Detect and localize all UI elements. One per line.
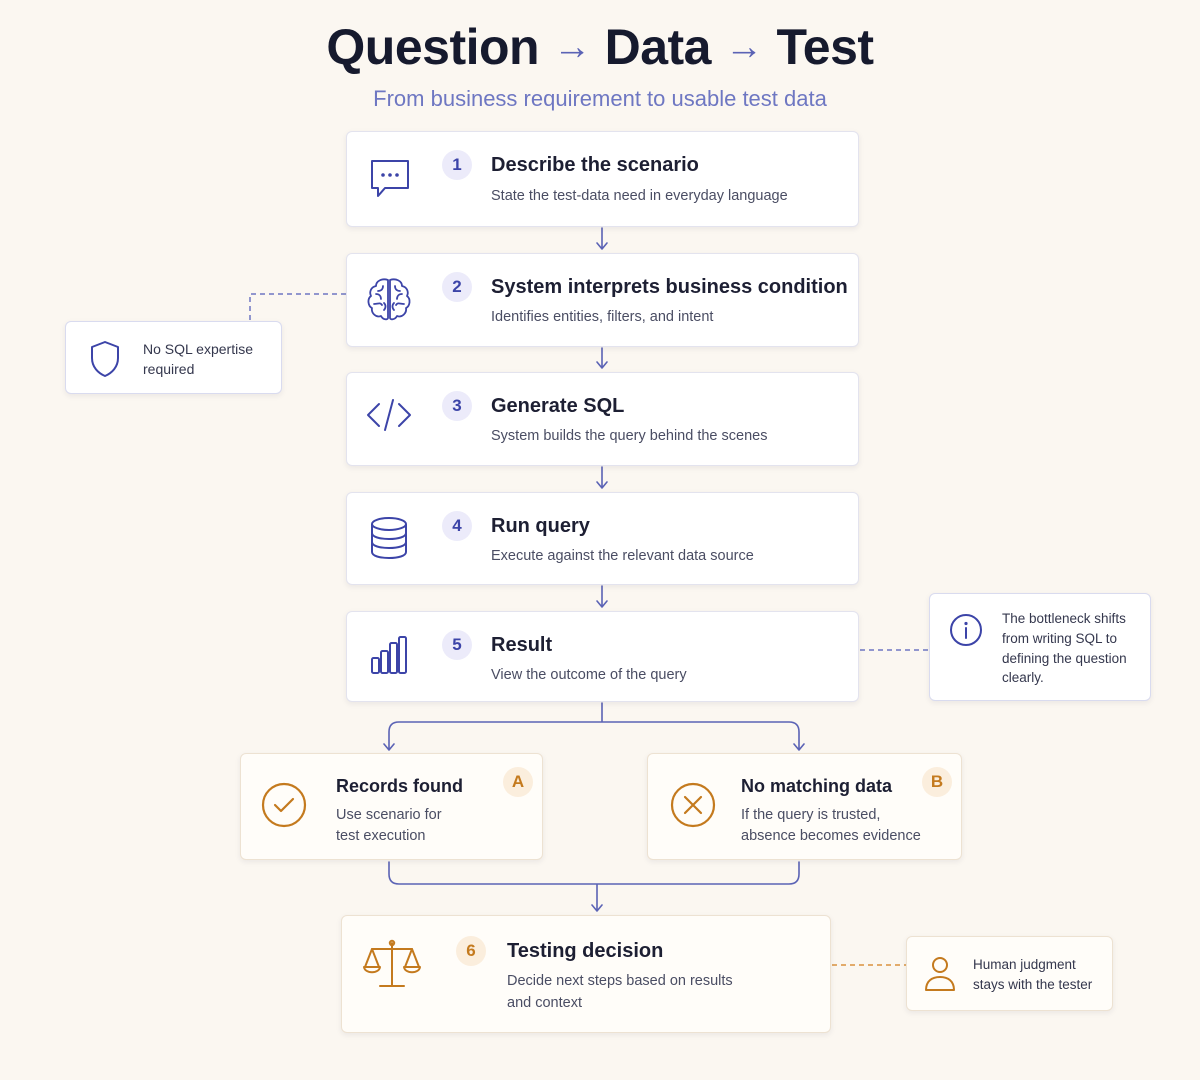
- scales-icon: [363, 939, 421, 987]
- diagram-subtitle: From business requirement to usable test…: [373, 86, 827, 111]
- note-no-sql-expertise: No SQL expertise required: [65, 321, 282, 394]
- chat-bubble-icon: [371, 160, 409, 197]
- outcome-letter-badge: A: [503, 767, 533, 797]
- diagram-title: Question → Data → Test: [0, 18, 1200, 76]
- outcome-card-records-found: A Records found Use scenario for test ex…: [240, 753, 543, 860]
- note-bottleneck-shift: The bottleneck shifts from writing SQL t…: [929, 593, 1151, 701]
- step-card-run-query: 4 Run query Execute against the relevant…: [346, 492, 859, 585]
- title-data: Data: [604, 19, 712, 75]
- branch-from-result: [383, 702, 805, 751]
- step-card-generate-sql: 3 Generate SQL System builds the query b…: [346, 372, 859, 466]
- person-icon: [925, 957, 955, 991]
- step-number-badge: 6: [456, 936, 486, 966]
- shield-icon: [91, 341, 119, 377]
- arrow-step1-to-step2: [596, 227, 608, 250]
- title-question: Question: [326, 19, 540, 75]
- step-title: Run query: [491, 515, 590, 537]
- title-arrow-2: →: [724, 26, 763, 68]
- info-icon: [950, 614, 982, 646]
- step-description: State the test-data need in everyday lan…: [491, 188, 788, 204]
- note-line-2: stays with the tester: [973, 977, 1093, 992]
- decision-description-line-1: Decide next steps based on results: [507, 973, 733, 989]
- decision-description-line-2: and context: [507, 995, 582, 1011]
- step-description: View the outcome of the query: [491, 667, 687, 683]
- step-description: System builds the query behind the scene…: [491, 428, 768, 444]
- outcome-letter-badge: B: [922, 767, 952, 797]
- step-card-describe: 1 Describe the scenario State the test-d…: [346, 131, 859, 227]
- note-line-2: required: [143, 361, 195, 377]
- step-number-badge: 3: [442, 391, 472, 421]
- step-title: Generate SQL: [491, 395, 625, 417]
- decision-card-testing-decision: 6 Testing decision Decide next steps bas…: [341, 915, 831, 1033]
- note-line-1: The bottleneck shifts: [1002, 611, 1126, 626]
- step-title: Describe the scenario: [491, 154, 699, 176]
- decision-title: Testing decision: [507, 940, 664, 962]
- arrow-step4-to-step5: [596, 585, 608, 608]
- step-number-badge: 5: [442, 630, 472, 660]
- note-line-4: clearly.: [1002, 670, 1044, 685]
- dashed-link-no-sql: [249, 293, 346, 321]
- outcome-title: Records found: [336, 776, 464, 796]
- outcome-description-line-2: absence becomes evidence: [741, 828, 921, 844]
- note-line-3: defining the question: [1002, 651, 1127, 666]
- title-arrow-1: →: [553, 26, 591, 68]
- step-title: System interprets business condition: [491, 276, 848, 298]
- arrow-step3-to-step4: [596, 466, 608, 489]
- arrow-step2-to-step3: [596, 347, 608, 369]
- outcome-description-line-1: Use scenario for: [336, 807, 442, 823]
- outcome-card-no-matching-data: B No matching data If the query is trust…: [647, 753, 962, 860]
- check-circle-icon: [261, 782, 307, 828]
- title-test: Test: [776, 19, 874, 75]
- outcome-title: No matching data: [741, 776, 893, 796]
- note-line-1: Human judgment: [973, 957, 1076, 972]
- bar-chart-icon: [371, 636, 407, 674]
- note-line-1: No SQL expertise: [143, 341, 253, 357]
- step-number-badge: 1: [442, 150, 472, 180]
- code-icon: [367, 399, 411, 431]
- note-line-2: from writing SQL to: [1002, 631, 1118, 646]
- step-number-badge: 4: [442, 511, 472, 541]
- step-title: Result: [491, 634, 553, 656]
- step-description: Execute against the relevant data source: [491, 548, 754, 564]
- step-number-badge: 2: [442, 272, 472, 302]
- step-card-interpret: 2 System interprets business condition I…: [346, 253, 859, 347]
- x-circle-icon: [670, 782, 716, 828]
- merge-to-decision: [388, 861, 800, 912]
- outcome-description-line-2: test execution: [336, 828, 426, 844]
- outcome-description-line-1: If the query is trusted,: [741, 807, 881, 823]
- note-human-judgment: Human judgment stays with the tester: [906, 936, 1113, 1011]
- database-icon: [371, 517, 407, 560]
- step-card-result: 5 Result View the outcome of the query: [346, 611, 859, 702]
- step-description: Identifies entities, filters, and intent: [491, 309, 714, 325]
- brain-icon: [367, 278, 411, 321]
